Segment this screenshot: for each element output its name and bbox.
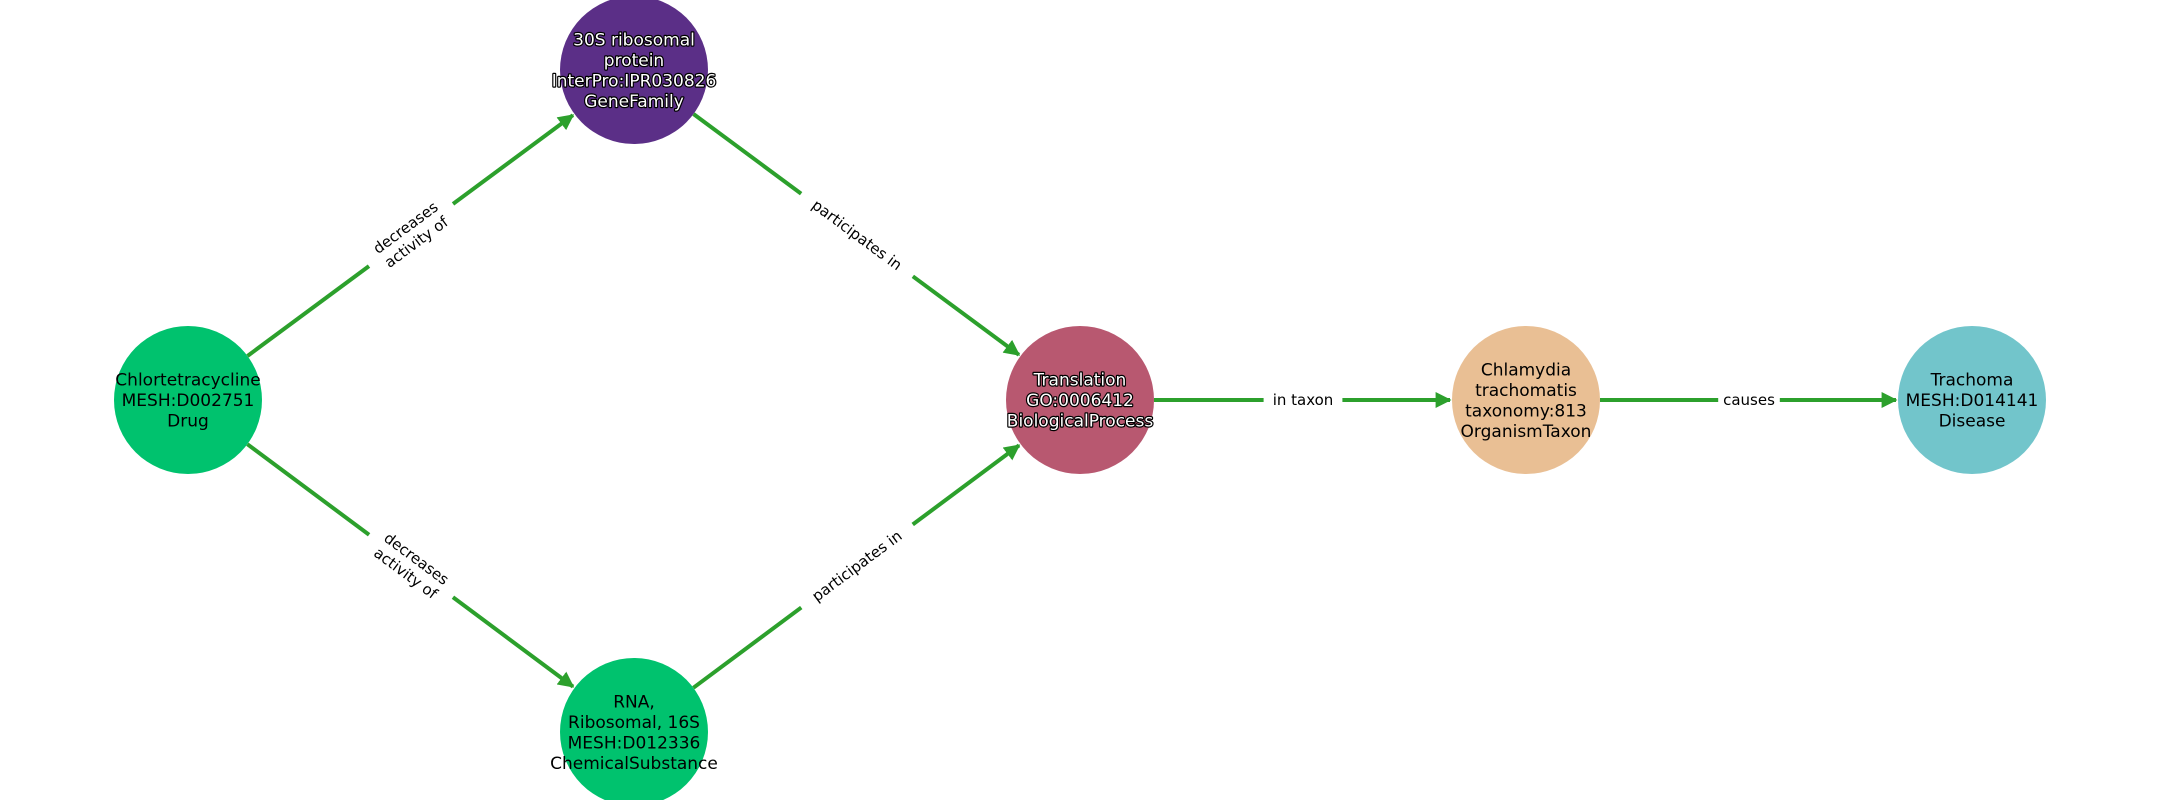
node-label-line: taxonomy:813 xyxy=(1465,401,1587,421)
node-label-line: Translation xyxy=(1033,371,1127,391)
node-label-line: InterPro:IPR030826 xyxy=(552,71,717,91)
node-30s-ribosomal-protein[interactable]: 30S ribosomalproteinInterPro:IPR030826Ge… xyxy=(551,0,717,144)
node-circle[interactable] xyxy=(1452,326,1600,474)
node-label-line: MESH:D002751 xyxy=(122,391,255,411)
edge-label: in taxon xyxy=(1263,389,1343,411)
edge-label-line: causes xyxy=(1723,391,1775,409)
edge-label-background xyxy=(794,184,920,286)
node-label-line: Ribosomal, 16S xyxy=(568,713,700,733)
node-circle[interactable] xyxy=(560,0,708,144)
node-label-line: OrganismTaxon xyxy=(1461,422,1592,442)
edge-label-background xyxy=(357,187,465,283)
edge-rna-ribosomal-16s-to-translation: participates in xyxy=(692,443,1021,690)
edge-label-line: participates in xyxy=(808,196,905,274)
node-label-line: Chlamydia xyxy=(1481,360,1571,380)
node-label-line: ChemicalSubstance xyxy=(550,754,718,774)
node-rna-ribosomal-16s[interactable]: RNA,Ribosomal, 16SMESH:D012336ChemicalSu… xyxy=(550,658,718,800)
node-circle[interactable] xyxy=(114,326,262,474)
edge-label: causes xyxy=(1718,389,1780,411)
edge-label-background xyxy=(357,518,465,614)
node-label-line: protein xyxy=(604,51,664,71)
edge-label-line: in taxon xyxy=(1273,391,1334,409)
edge-chlamydia-trachomatis-to-trachoma: causes xyxy=(1600,389,1898,411)
node-label-line: GO:0006412 xyxy=(1026,391,1134,411)
node-label-line: MESH:D014141 xyxy=(1906,391,2039,411)
node-label-line: MESH:D012336 xyxy=(568,733,701,753)
node-label-line: Chlortetracycline xyxy=(115,371,260,391)
edge-label: participates in xyxy=(794,184,920,286)
edge-translation-to-chlamydia-trachomatis: in taxon xyxy=(1154,389,1452,411)
edge-label-background xyxy=(794,515,920,617)
node-label-line: RNA, xyxy=(613,692,655,712)
node-label-line: Drug xyxy=(167,412,209,432)
node-label-line: GeneFamily xyxy=(584,92,684,112)
node-circle[interactable] xyxy=(560,658,708,800)
edge-label-background xyxy=(1263,389,1343,411)
edge-label: participates in xyxy=(794,515,920,617)
node-label-line: trachomatis xyxy=(1475,381,1577,401)
node-label-line: 30S ribosomal xyxy=(573,30,695,50)
node-label-line: Trachoma xyxy=(1930,371,2014,391)
edge-30s-ribosomal-protein-to-translation: participates in xyxy=(692,112,1021,357)
edge-label-line: participates in xyxy=(809,527,906,606)
node-label-line: BiologicalProcess xyxy=(1007,412,1154,432)
node-circle[interactable] xyxy=(1898,326,2046,474)
node-label-line: Disease xyxy=(1939,412,2006,432)
node-chlamydia-trachomatis[interactable]: Chlamydiatrachomatistaxonomy:813Organism… xyxy=(1452,326,1600,474)
edge-label-background xyxy=(1718,389,1780,411)
node-circle[interactable] xyxy=(1006,326,1154,474)
